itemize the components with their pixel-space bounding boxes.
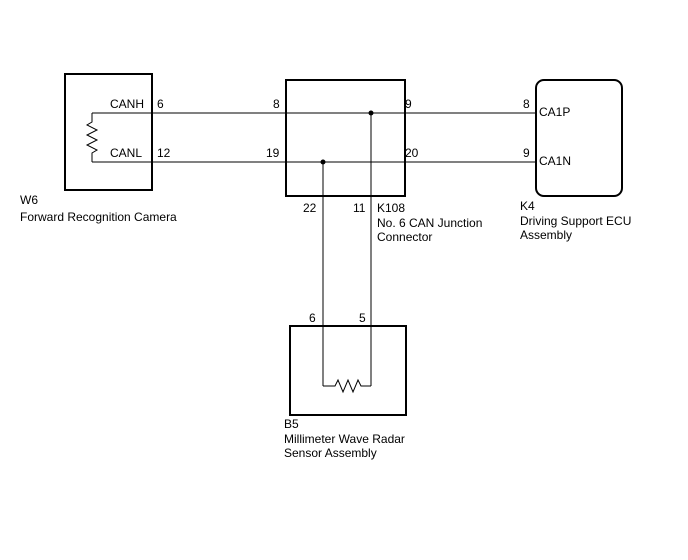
pin-junction-left-h: 8 [273, 97, 280, 111]
pin-camera-canh: 6 [157, 97, 164, 111]
radar-box [289, 325, 407, 416]
pin-junction-bottom-l: 22 [303, 201, 317, 215]
canl-label: CANL [110, 146, 142, 160]
junction-code: K108 [377, 201, 405, 215]
junction-dot-canh [368, 110, 374, 116]
radar-name-2: Sensor Assembly [284, 446, 377, 460]
pin-junction-right-h: 9 [405, 97, 412, 111]
ca1p-label: CA1P [539, 105, 570, 119]
ecu-box [535, 79, 623, 197]
camera-name: Forward Recognition Camera [20, 210, 177, 224]
pin-ecu-ca1p: 8 [523, 97, 530, 111]
pin-radar-left: 6 [309, 311, 316, 325]
radar-name-1: Millimeter Wave Radar [284, 432, 405, 446]
ecu-name-2: Assembly [520, 228, 572, 242]
pin-junction-left-l: 19 [266, 146, 280, 160]
pin-camera-canl: 12 [157, 146, 171, 160]
camera-box [64, 73, 153, 191]
camera-code: W6 [20, 193, 38, 207]
canh-label: CANH [110, 97, 144, 111]
pin-radar-right: 5 [359, 311, 366, 325]
radar-resistor [323, 378, 371, 394]
junction-dot-canl [320, 159, 326, 165]
junction-name-2: Connector [377, 230, 432, 244]
ecu-code: K4 [520, 199, 535, 213]
pin-junction-right-l: 20 [405, 146, 419, 160]
pin-junction-bottom-h: 11 [353, 201, 366, 215]
ca1n-label: CA1N [539, 154, 571, 168]
pin-ecu-ca1n: 9 [523, 146, 530, 160]
junction-name-1: No. 6 CAN Junction [377, 216, 482, 230]
radar-code: B5 [284, 417, 299, 431]
camera-resistor [85, 113, 99, 162]
junction-box [285, 79, 406, 197]
ecu-name-1: Driving Support ECU [520, 214, 631, 228]
